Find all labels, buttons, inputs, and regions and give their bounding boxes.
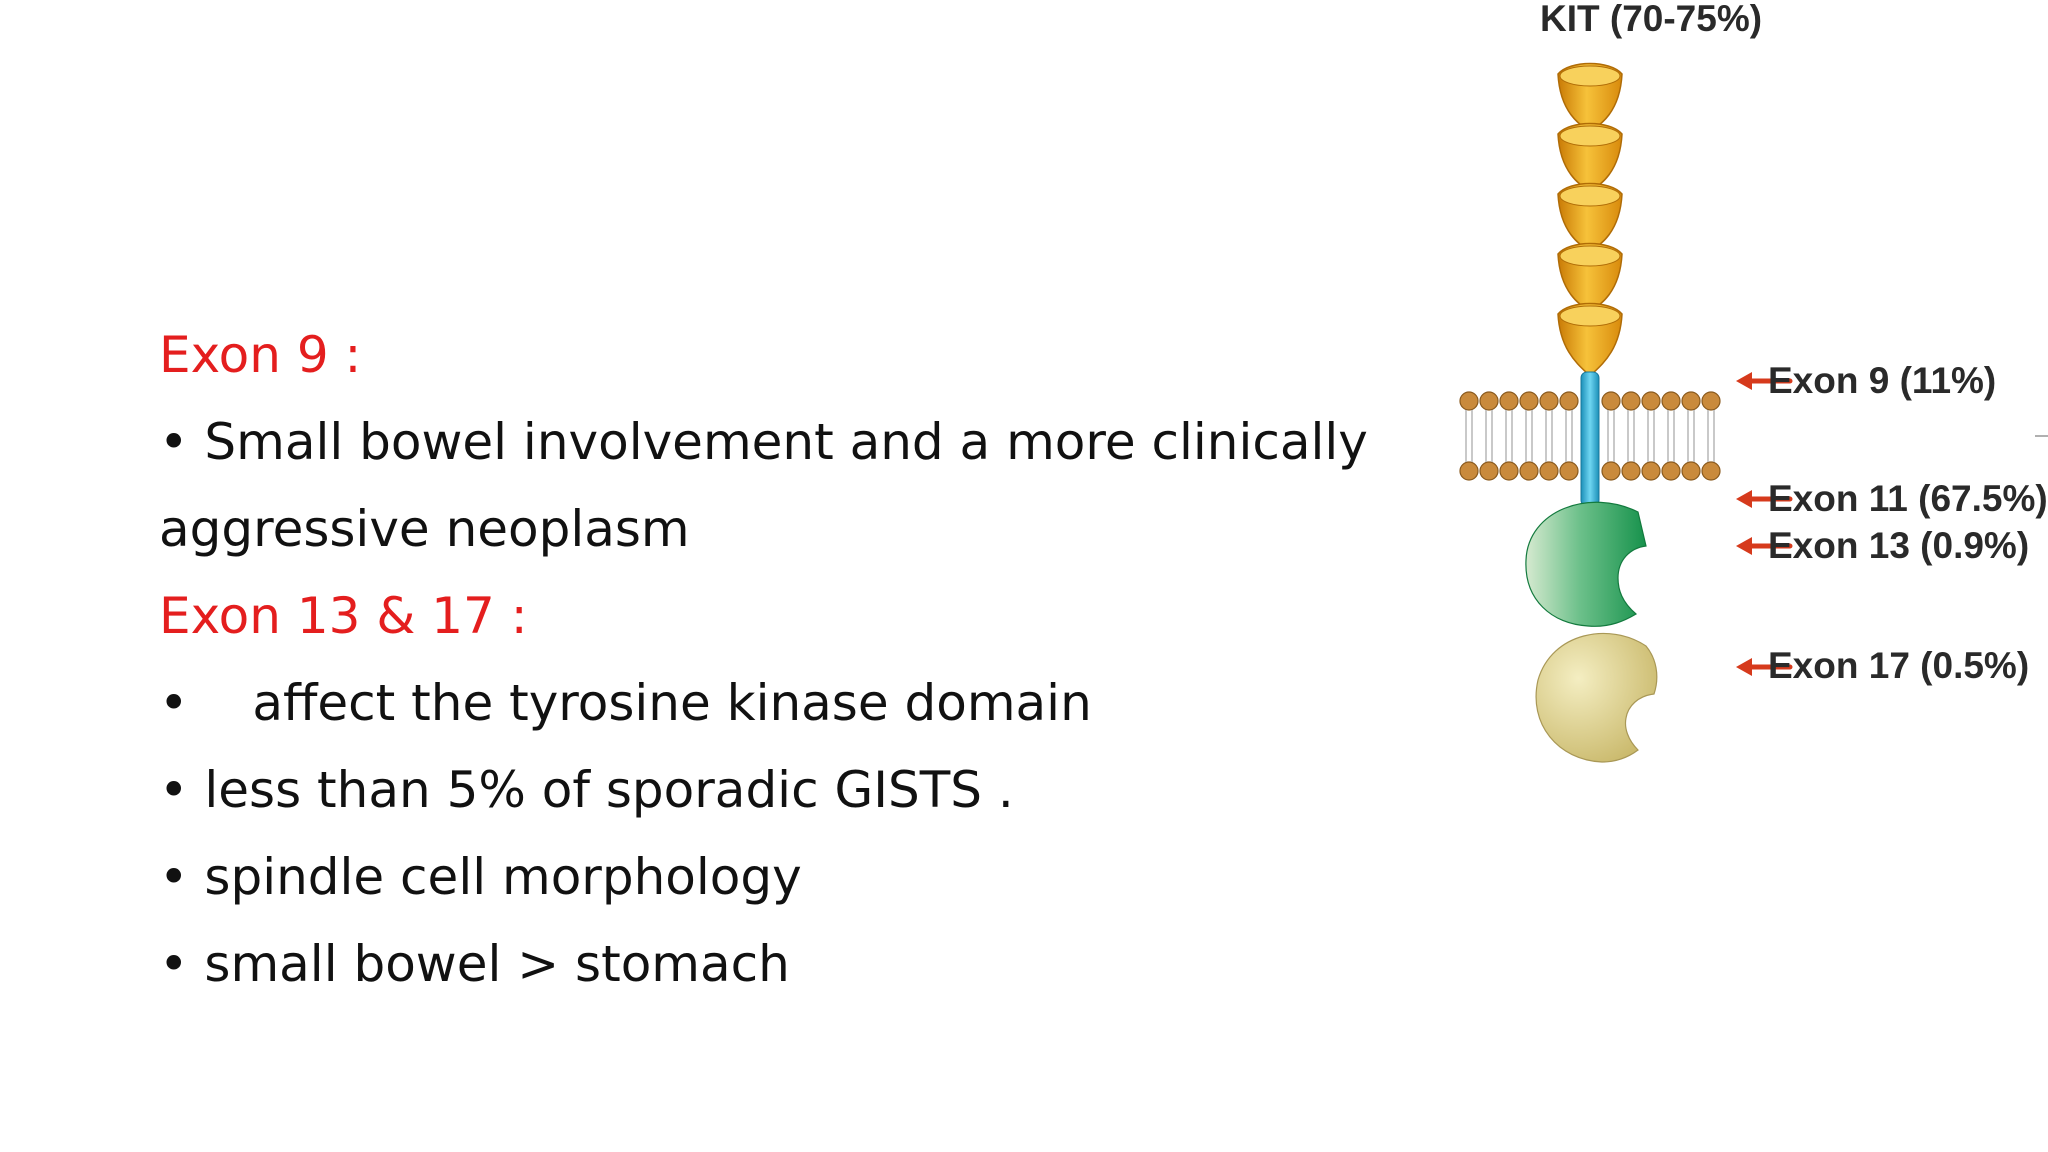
exon-arrows <box>1742 378 1793 670</box>
bullet-item: • small bowel > stomach <box>159 921 1399 1008</box>
exon13-label: Exon 13 (0.9%) <box>1768 525 2030 566</box>
bullet-continuation: aggressive neoplasm <box>159 500 690 558</box>
figure-title: KIT (70-75%) <box>1540 0 1763 39</box>
bullet-item: • spindle cell morphology <box>159 834 1399 921</box>
kinase-domain-2 <box>1535 633 1658 763</box>
exon17-label: Exon 17 (0.5%) <box>1768 645 2030 686</box>
arrow-icon <box>1736 658 1752 676</box>
bullet-text: small bowel > stomach <box>204 935 790 993</box>
kit-receptor-figure: KIT (70-75%) Exon 9 (11%) Exon 11 (67.5%… <box>1440 0 2048 780</box>
bullet-text: less than 5% of sporadic GISTS . <box>204 761 1014 819</box>
arrow-icon <box>1736 537 1752 555</box>
transmembrane-domain <box>1580 371 1600 507</box>
exon11-label: Exon 11 (67.5%) <box>1768 478 2048 519</box>
bullet-icon: • <box>159 674 189 732</box>
extracellular-domains <box>1557 62 1623 378</box>
bullet-text: Small bowel involvement and a more clini… <box>204 413 1368 471</box>
arrow-icon <box>1736 372 1752 390</box>
slide-text: Exon 9 : • Small bowel involvement and a… <box>159 312 1399 1008</box>
exon13-17-heading: Exon 13 & 17 : <box>159 587 528 645</box>
bullet-icon: • <box>159 761 189 819</box>
cell-membrane <box>1459 391 1721 481</box>
exon9-heading: Exon 9 : <box>159 326 362 384</box>
bullet-icon: • <box>159 848 189 906</box>
kinase-domain-1 <box>1525 501 1647 627</box>
bullet-text: affect the tyrosine kinase domain <box>252 674 1092 732</box>
bullet-icon: • <box>159 413 189 471</box>
bullet-item: • Small bowel involvement and a more cli… <box>159 399 1399 486</box>
bullet-text: spindle cell morphology <box>204 848 802 906</box>
kit-receptor-diagram <box>1459 62 2048 763</box>
bullet-icon: • <box>159 935 189 993</box>
bullet-item: • less than 5% of sporadic GISTS . <box>159 747 1399 834</box>
bullet-item: • affect the tyrosine kinase domain <box>159 660 1399 747</box>
arrow-icon <box>1736 490 1752 508</box>
exon9-label: Exon 9 (11%) <box>1768 360 1997 401</box>
